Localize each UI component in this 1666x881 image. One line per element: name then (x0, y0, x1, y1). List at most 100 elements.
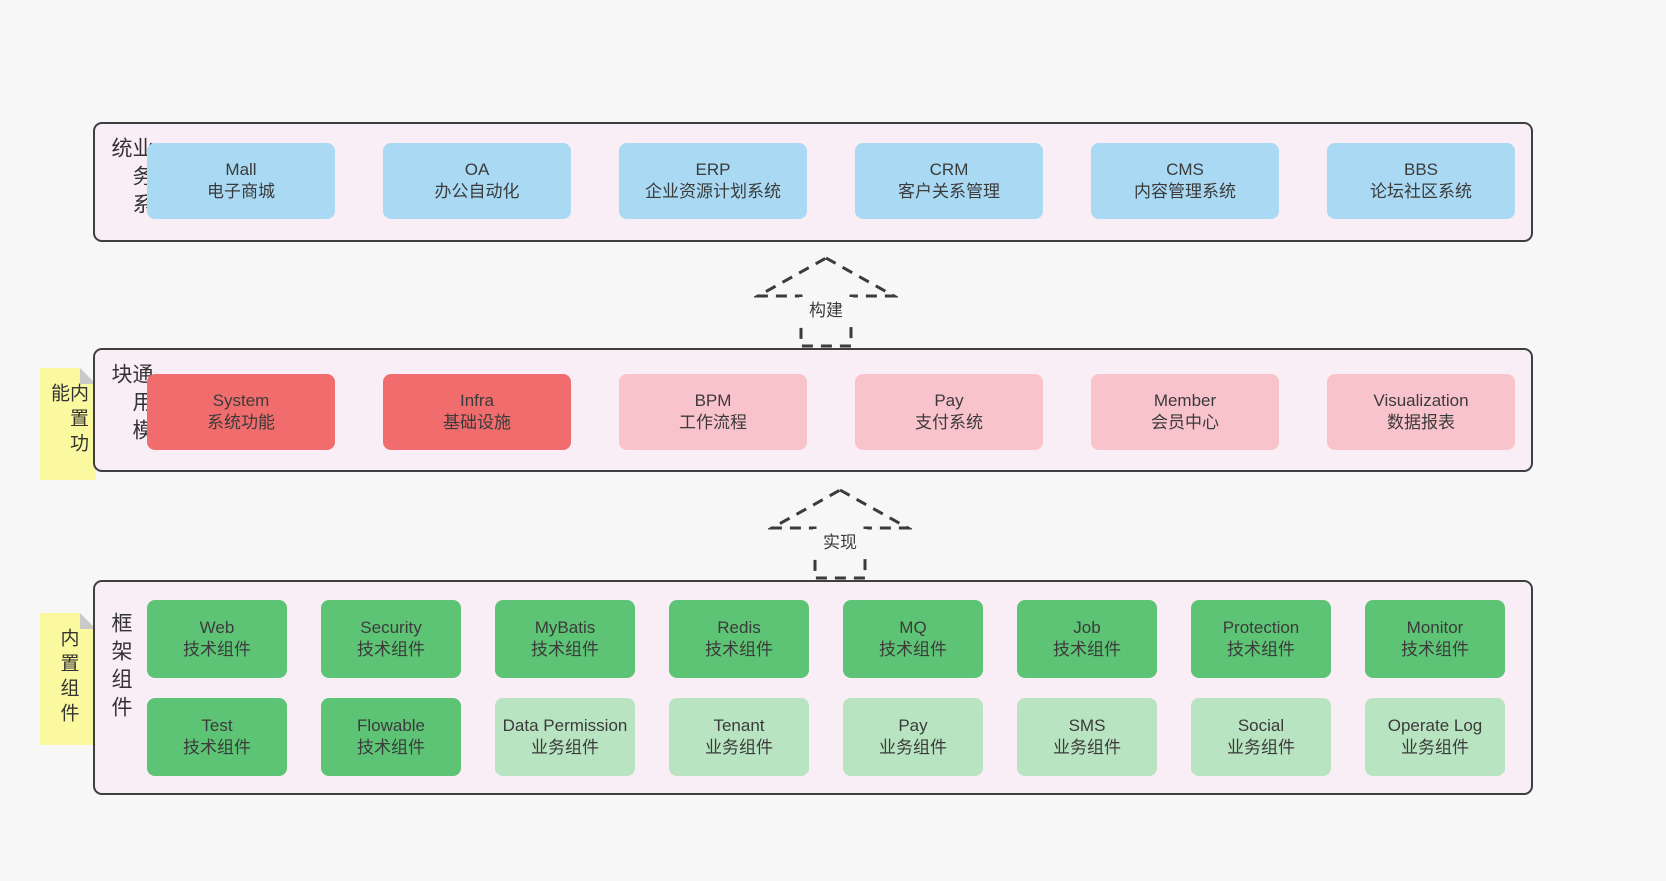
implement-arrow-label: 实现 (823, 533, 857, 552)
box-title: Security (360, 618, 422, 637)
box-cms: CMS 内容管理系统 (1091, 143, 1279, 219)
box-mq: MQ 技术组件 (843, 600, 983, 678)
box-title: MyBatis (534, 618, 596, 637)
box-redis: Redis 技术组件 (669, 600, 809, 678)
arrow-label-backdrop (799, 297, 853, 324)
box-subtitle: 技术组件 (357, 738, 425, 757)
box-subtitle: 技术组件 (183, 738, 251, 757)
box-subtitle: 技术组件 (879, 640, 947, 659)
box-title: Data Permission (502, 716, 628, 735)
box-title: CRM (929, 160, 969, 179)
box-protection: Protection 技术组件 (1191, 600, 1331, 678)
up-arrow-outline (768, 488, 912, 580)
box-title: Job (1073, 618, 1101, 637)
build-arrow-label: 构建 (809, 301, 843, 320)
box-subtitle: 系统功能 (207, 413, 275, 432)
box-title: Member (1153, 391, 1217, 410)
box-subtitle: 技术组件 (705, 640, 773, 659)
box-bbs: BBS 论坛社区系统 (1327, 143, 1515, 219)
layer-label-framework: 框架组件 (109, 612, 132, 724)
box-subtitle: 基础设施 (443, 413, 511, 432)
business-box-row: Mall 电子商城 OA 办公自动化 ERP 企业资源计划系统 CRM 客户关系… (147, 143, 1515, 219)
box-subtitle: 数据报表 (1387, 413, 1455, 432)
implement-arrow: 实现 (768, 488, 912, 580)
box-subtitle: 会员中心 (1151, 413, 1219, 432)
box-subtitle: 电子商城 (207, 182, 275, 201)
box-sms: SMS 业务组件 (1017, 698, 1157, 776)
builtin-features-tag: 内置功能 (40, 368, 96, 480)
box-data-permission: Data Permission 业务组件 (495, 698, 635, 776)
builtin-components-tag-label: 内置组件 (57, 628, 79, 728)
box-erp: ERP 企业资源计划系统 (619, 143, 807, 219)
box-subtitle: 工作流程 (679, 413, 747, 432)
box-tenant: Tenant 业务组件 (669, 698, 809, 776)
box-title: ERP (695, 160, 731, 179)
box-operate-log: Operate Log 业务组件 (1365, 698, 1505, 776)
box-subtitle: 技术组件 (183, 640, 251, 659)
box-subtitle: 企业资源计划系统 (645, 182, 781, 201)
box-title: Infra (459, 391, 495, 410)
box-subtitle: 技术组件 (531, 640, 599, 659)
box-security: Security 技术组件 (321, 600, 461, 678)
box-pay: Pay 支付系统 (855, 374, 1043, 450)
box-title: Web (199, 618, 235, 637)
common-box-row: System 系统功能 Infra 基础设施 BPM 工作流程 Pay 支付系统… (147, 374, 1515, 450)
box-title: Pay (898, 716, 928, 735)
box-subtitle: 内容管理系统 (1134, 182, 1236, 201)
box-subtitle: 技术组件 (1053, 640, 1121, 659)
box-subtitle: 业务组件 (531, 738, 599, 757)
framework-box-grid: Web 技术组件 Security 技术组件 MyBatis 技术组件 Redi… (147, 600, 1505, 776)
box-subtitle: 业务组件 (1227, 738, 1295, 757)
builtin-components-tag: 内置组件 (40, 613, 96, 745)
box-subtitle: 业务组件 (1401, 738, 1469, 757)
box-title: Social (1237, 716, 1285, 735)
box-crm: CRM 客户关系管理 (855, 143, 1043, 219)
box-subtitle: 技术组件 (357, 640, 425, 659)
box-title: Protection (1222, 618, 1300, 637)
box-test: Test 技术组件 (147, 698, 287, 776)
box-infra: Infra 基础设施 (383, 374, 571, 450)
box-mall: Mall 电子商城 (147, 143, 335, 219)
box-title: BPM (694, 391, 732, 410)
box-title: MQ (899, 618, 927, 637)
box-web: Web 技术组件 (147, 600, 287, 678)
box-visualization: Visualization 数据报表 (1327, 374, 1515, 450)
box-subtitle: 论坛社区系统 (1370, 182, 1472, 201)
box-social: Social 业务组件 (1191, 698, 1331, 776)
box-title: Pay (934, 391, 964, 410)
box-system: System 系统功能 (147, 374, 335, 450)
box-title: Operate Log (1387, 716, 1483, 735)
box-title: OA (464, 160, 490, 179)
box-subtitle: 支付系统 (915, 413, 983, 432)
layer-label-business: 业务系统 (109, 137, 153, 221)
box-flowable: Flowable 技术组件 (321, 698, 461, 776)
box-subtitle: 技术组件 (1227, 640, 1295, 659)
box-job: Job 技术组件 (1017, 600, 1157, 678)
box-pay-biz: Pay 业务组件 (843, 698, 983, 776)
up-arrow-outline (754, 256, 898, 348)
business-systems-layer: 业务系统 Mall 电子商城 OA 办公自动化 ERP 企业资源计划系统 CRM… (93, 122, 1533, 242)
box-monitor: Monitor 技术组件 (1365, 600, 1505, 678)
framework-components-layer: 框架组件 Web 技术组件 Security 技术组件 MyBatis 技术组件… (93, 580, 1533, 795)
box-title: SMS (1068, 716, 1106, 735)
box-title: Mall (225, 160, 257, 179)
box-subtitle: 业务组件 (1053, 738, 1121, 757)
box-subtitle: 技术组件 (1401, 640, 1469, 659)
arrow-label-backdrop (813, 529, 867, 556)
box-title: Flowable (356, 716, 426, 735)
box-subtitle: 客户关系管理 (898, 182, 1000, 201)
box-member: Member 会员中心 (1091, 374, 1279, 450)
common-modules-layer: 通用模块 System 系统功能 Infra 基础设施 BPM 工作流程 Pay… (93, 348, 1533, 472)
box-title: Tenant (713, 716, 765, 735)
box-title: Visualization (1373, 391, 1469, 410)
box-oa: OA 办公自动化 (383, 143, 571, 219)
layer-label-common: 通用模块 (109, 363, 153, 447)
box-bpm: BPM 工作流程 (619, 374, 807, 450)
builtin-features-tag-label: 内置功能 (48, 383, 88, 458)
box-title: Redis (717, 618, 761, 637)
box-subtitle: 办公自动化 (434, 182, 520, 201)
box-title: Monitor (1406, 618, 1464, 637)
box-title: System (212, 391, 270, 410)
box-subtitle: 业务组件 (879, 738, 947, 757)
build-arrow: 构建 (754, 256, 898, 348)
